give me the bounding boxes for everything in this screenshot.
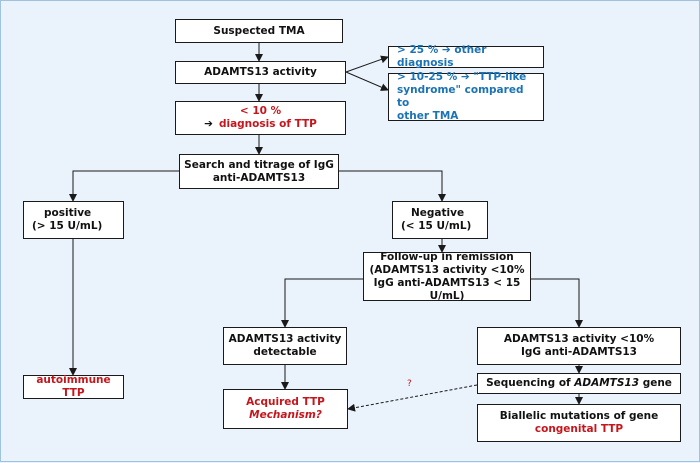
right-arrow-icon: ➔ <box>460 71 470 83</box>
node-suspected-tma: Suspected TMA <box>175 19 343 43</box>
edge-followup-lowactivity <box>521 278 583 328</box>
node-positive: positive (> 15 U/mL) <box>23 201 124 239</box>
node-search-igg: Search and titrage of IgG anti-ADAMTS13 <box>179 154 339 189</box>
node-activity-low-igg: ADAMTS13 activity <10% IgG anti-ADAMTS13 <box>477 327 681 365</box>
edge-activity-ttplike <box>345 71 389 91</box>
node-gt25-other: > 25 % ➔ other diagnosis <box>388 44 544 69</box>
edge-sequencing-acquired-dashed <box>347 384 478 412</box>
edge-followup-detectable <box>281 278 363 328</box>
node-acquired-ttp: Acquired TTP Mechanism? <box>223 389 348 429</box>
node-activity-detectable: ADAMTS13 activity detectable <box>223 327 347 365</box>
right-arrow-icon: ➔ <box>204 118 213 130</box>
node-lt10-diagnosis: < 10 % ➔diagnosis of TTP <box>175 101 346 135</box>
edge-search-negative <box>339 170 446 202</box>
node-ttp-like: > 10-25 % ➔ "TTP-like syndrome" compared… <box>388 71 544 122</box>
node-adamts13-activity: ADAMTS13 activity <box>175 61 346 84</box>
node-negative: Negative (< 15 U/mL) <box>392 201 488 239</box>
node-autoimmune-ttp: autoimmune TTP <box>23 374 124 399</box>
edge-search-positive <box>69 170 179 202</box>
node-biallelic-congenital: Biallelic mutations of gene congenital T… <box>477 404 681 442</box>
node-followup-remission: Follow-up in remission (ADAMTS13 activit… <box>363 251 531 302</box>
question-mark-label: ? <box>407 379 412 389</box>
right-arrow-icon: ➔ <box>441 44 451 56</box>
edge-activity-gt25 <box>345 55 389 73</box>
node-sequencing: Sequencing of ADAMTS13 gene <box>477 373 681 394</box>
